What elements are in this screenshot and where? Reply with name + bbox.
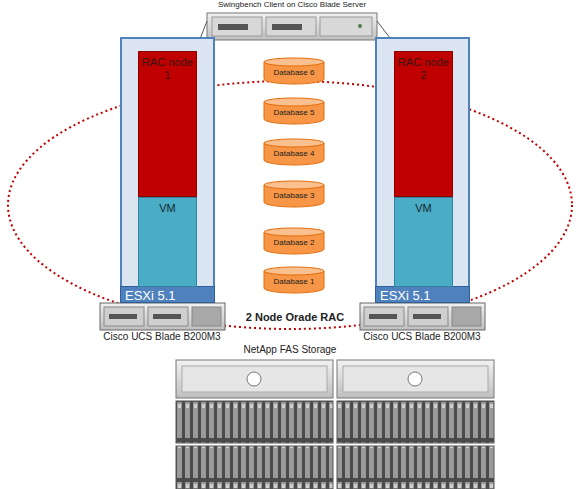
node-label: VM — [139, 198, 196, 214]
cylinder-top — [264, 139, 324, 147]
blade-server-symbol — [360, 303, 485, 330]
virtual-machine: VM — [394, 197, 453, 287]
rac-node: RAC node 1 — [138, 51, 197, 197]
rac-node: RAC node 2 — [394, 51, 453, 197]
cluster-label: 2 Node Orade RAC — [195, 311, 395, 323]
connector-line — [377, 21, 389, 37]
storage-array-symbol — [176, 360, 494, 489]
connector-line — [201, 21, 207, 37]
database-cylinder: Database 4 — [263, 138, 325, 166]
host-band-label: ESXi 5.1 — [120, 286, 215, 303]
server-label: Cisco UCS Blade B200M3 — [92, 331, 232, 342]
cylinder-top — [264, 98, 324, 106]
node-label: RAC node 2 — [395, 52, 452, 82]
node-label: Database 3 — [274, 188, 315, 200]
cylinder-top — [264, 181, 324, 189]
node-label: Database 4 — [274, 146, 315, 158]
node-label: Database 6 — [274, 65, 315, 77]
server-label: Cisco UCS Blade B200M3 — [352, 331, 492, 342]
cylinder-top — [264, 228, 324, 236]
node-label: Database 5 — [274, 105, 315, 117]
node-label: Database 2 — [274, 235, 315, 247]
node-label: RAC node 1 — [139, 52, 196, 82]
database-cylinder: Database 1 — [263, 266, 325, 294]
esxi-host: ESXi 5.1 RAC node 2 VM — [375, 37, 470, 303]
virtual-machine: VM — [138, 197, 197, 287]
node-label: Database 1 — [274, 274, 315, 286]
database-cylinder: Database 6 — [263, 57, 325, 85]
esxi-host: ESXi 5.1 RAC node 1 VM — [120, 37, 215, 303]
node-label: Swingbench Client on Cisco Blade Server — [218, 0, 366, 9]
cylinder-top — [264, 58, 324, 66]
storage-label: NetApp FAS Storage — [205, 344, 375, 355]
cylinder-top — [264, 267, 324, 275]
database-cylinder: Database 2 — [263, 227, 325, 255]
client-server: Swingbench Client on Cisco Blade Server — [207, 13, 377, 40]
cluster-ellipse — [8, 81, 572, 329]
database-cylinder: Database 3 — [263, 180, 325, 208]
host-band-label: ESXi 5.1 — [375, 286, 470, 303]
client-server-symbol — [207, 13, 377, 40]
node-label: VM — [395, 198, 452, 214]
blade-server-symbol — [100, 303, 225, 330]
database-cylinder: Database 5 — [263, 97, 325, 125]
